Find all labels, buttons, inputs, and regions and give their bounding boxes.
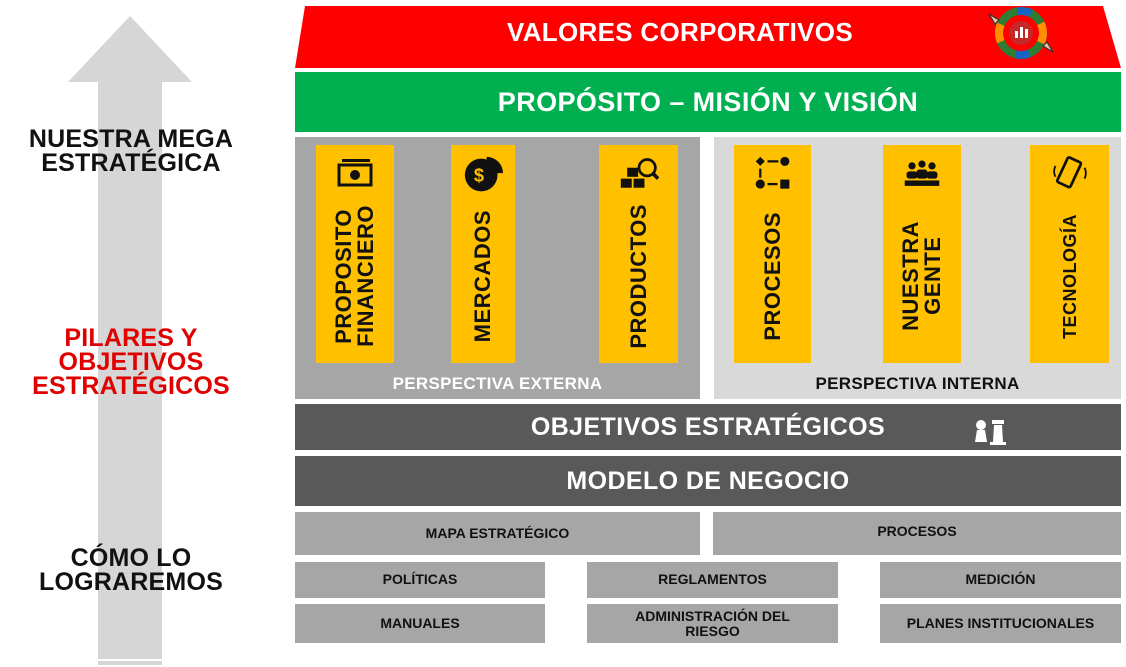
institutional-plans-box: PLANES INSTITUCIONALES — [880, 604, 1121, 643]
box-label: REGLAMENTOS — [658, 571, 767, 587]
cycle-chart-icon — [988, 7, 1054, 59]
purpose-mission-vision-band: PROPÓSITO – MISIÓN Y VISIÓN — [295, 72, 1121, 132]
box-label: MEDICIÓN — [965, 571, 1036, 587]
purpose-title: PROPÓSITO – MISIÓN Y VISIÓN — [497, 86, 919, 117]
phone-icon — [1050, 153, 1090, 199]
box-label: MANUALES — [380, 615, 460, 631]
box-label: PLANES INSTITUCIONALES — [906, 615, 1095, 631]
strategic-map-box: MAPA ESTRATÉGICO — [295, 512, 700, 555]
processes-box: PROCESOS — [713, 512, 1121, 555]
products-search-icon — [619, 153, 659, 199]
pie-chart-icon: $ — [463, 153, 503, 199]
strategic-objectives-title: OBJETIVOS ESTRATÉGICOS — [530, 412, 886, 441]
box-label: ADMINISTRACIÓN DEL RIESGO — [635, 607, 790, 639]
svg-text:$: $ — [474, 165, 484, 185]
growth-arrow-shaft — [98, 80, 162, 655]
pillar-technology: TECNOLOGÍA — [1030, 145, 1109, 363]
external-perspective-label: PERSPECTIVA EXTERNA — [392, 374, 603, 393]
pillar-label: PROCESOS — [759, 211, 785, 341]
pillar-processes: PROCESOS — [734, 145, 811, 363]
growth-arrow-icon — [68, 16, 192, 82]
pillar-financial-purpose: PROPOSITO FINANCIERO — [316, 145, 394, 363]
policies-box: POLÍTICAS — [295, 562, 545, 598]
pillar-label: PRODUCTOS — [625, 203, 651, 349]
corporate-values-roof — [295, 6, 1121, 68]
arrow-base-line — [98, 661, 162, 665]
process-flow-icon — [753, 153, 793, 199]
mega-strategy-label: NUESTRA MEGA ESTRATÉGICA — [28, 125, 234, 177]
risk-management-box: ADMINISTRACIÓN DEL RIESGO — [587, 604, 838, 643]
corporate-values-title: VALORES CORPORATIVOS — [507, 17, 853, 47]
regulations-box: REGLAMENTOS — [587, 562, 838, 598]
business-model-band: MODELO DE NEGOCIO — [295, 456, 1121, 506]
box-label: MAPA ESTRATÉGICO — [425, 525, 570, 541]
pillar-products: PRODUCTOS — [599, 145, 678, 363]
box-label: PROCESOS — [877, 523, 957, 539]
arrow-base-line — [98, 655, 162, 659]
pillar-label: PROPOSITO FINANCIERO — [331, 205, 378, 347]
pillar-our-people: NUESTRA GENTE — [883, 145, 961, 363]
manuals-box: MANUALES — [295, 604, 545, 643]
pillar-label: MERCADOS — [470, 209, 495, 343]
pillar-markets: $ MERCADOS — [451, 145, 515, 363]
chess-icon — [975, 420, 1006, 445]
people-icon — [902, 153, 942, 199]
how-achieve-label: CÓMO LO LOGRAREMOS — [39, 544, 223, 596]
internal-perspective-label: PERSPECTIVA INTERNA — [815, 374, 1020, 393]
money-icon — [335, 153, 375, 199]
pillar-label: NUESTRA GENTE — [898, 221, 945, 331]
measurement-box: MEDICIÓN — [880, 562, 1121, 598]
business-model-title: MODELO DE NEGOCIO — [566, 466, 850, 495]
pillar-label: TECNOLOGÍA — [1059, 213, 1080, 339]
pillars-objectives-label: PILARES Y OBJETIVOS ESTRATÉGICOS — [32, 324, 230, 400]
box-label: POLÍTICAS — [382, 571, 458, 587]
